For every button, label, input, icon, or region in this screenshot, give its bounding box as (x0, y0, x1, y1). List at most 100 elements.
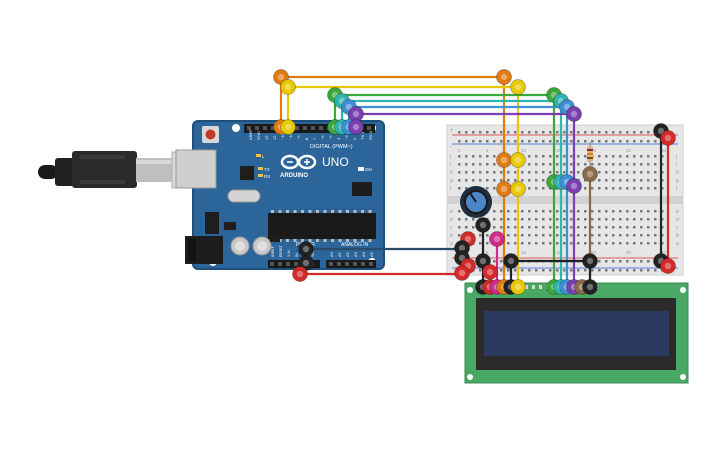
wire-end-yellow[interactable] (510, 279, 526, 295)
rail-minus-label: - (450, 144, 452, 150)
bb-col-number: 25 (626, 148, 632, 153)
wire-end-red[interactable] (292, 266, 308, 282)
bb-row-letter: b (676, 233, 679, 239)
wire-yellow-1 (286, 85, 520, 160)
power-pin-label: RESET (279, 244, 283, 257)
digital-pin-label: 8 (304, 137, 309, 140)
wire-end-red[interactable] (660, 130, 676, 146)
bb-row-letter: c (450, 225, 453, 231)
tx-label: TX (264, 167, 270, 172)
digital-pin-label: ~10 (288, 132, 293, 140)
bb-col-number: 25 (626, 250, 632, 255)
digital-pin-label: 13 (264, 135, 269, 140)
digital-label: DIGITAL (PWM~) (310, 144, 353, 150)
usb-jack (175, 149, 217, 189)
l-label: L (262, 154, 265, 159)
digital-pin-label: ~9 (296, 135, 301, 140)
bb-row-letter: d (676, 217, 679, 223)
bb-row-letter: d (450, 217, 453, 223)
board-brand: ARDUINO (280, 173, 308, 179)
digital-pin-label: 7 (312, 137, 317, 140)
wire-end-black[interactable] (582, 279, 598, 295)
wire-blue-1 (347, 105, 569, 182)
wire-endpoints (273, 69, 676, 295)
analog-pin-label: A2 (345, 251, 350, 257)
wire-end-yellow[interactable] (510, 181, 526, 197)
digital-pin-label: GND (256, 131, 261, 140)
bb-col-number: 30 (661, 250, 667, 255)
digital-pin-label: 4 (336, 137, 341, 140)
bb-col-number: 10 (521, 250, 527, 255)
digital-pin-label: RX 0 (368, 130, 373, 140)
bb-col-number: 1 (458, 148, 461, 153)
wire-end-yellow[interactable] (280, 119, 296, 135)
analog-pin-label: A0 (329, 251, 334, 257)
digital-pin-label: ~6 (320, 135, 325, 140)
analog-pin-label: A3 (353, 251, 358, 257)
bb-row-letter: g (450, 178, 453, 184)
arduino-logo (280, 154, 317, 170)
atmega-chip (268, 213, 376, 239)
bb-col-number: 15 (556, 148, 562, 153)
bb-row-letter: i (450, 162, 451, 168)
analog-label: ANALOG IN (341, 242, 369, 248)
bb-row-letter: a (450, 241, 453, 247)
bb-row-letter: f (450, 186, 452, 192)
bb-row-letter: a (676, 241, 679, 247)
digital-pin-label: TX 1 (360, 131, 365, 140)
power-pin-label: VIN (311, 251, 315, 257)
wire-end-purple[interactable] (566, 106, 582, 122)
wire-end-red[interactable] (660, 258, 676, 274)
wire-green-1 (333, 93, 556, 182)
bb-col-number: 20 (591, 148, 597, 153)
wire-end-purple[interactable] (566, 178, 582, 194)
wire-end-pink[interactable] (489, 231, 505, 247)
wire-end-black[interactable] (582, 253, 598, 269)
bb-row-letter: j (449, 154, 451, 160)
bb-row-letter: b (450, 233, 453, 239)
wire-end-yellow[interactable] (280, 79, 296, 95)
bb-col-number: 20 (591, 250, 597, 255)
wire-end-red[interactable] (454, 265, 470, 281)
bb-col-number: 30 (661, 148, 667, 153)
digital-pin-label: 2 (352, 137, 357, 140)
wire-end-purple[interactable] (348, 119, 364, 135)
bb-row-letter: h (676, 170, 679, 176)
bb-row-letter: g (676, 178, 679, 184)
bb-col-number: 5 (486, 250, 489, 255)
wire-end-brown[interactable] (582, 166, 598, 182)
digital-pin-label: ~5 (328, 135, 333, 140)
digital-pin-label: ~3 (344, 135, 349, 140)
analog-pin-label: A4 (361, 251, 366, 257)
wire-end-yellow[interactable] (510, 79, 526, 95)
rail-plus-label: + (450, 128, 454, 134)
bb-col-number: 15 (556, 250, 562, 255)
on-label: ON (365, 167, 372, 172)
wire-end-black[interactable] (475, 217, 491, 233)
power-pin-label: IOREF (271, 245, 275, 257)
digital-pin-label: ~11 (280, 133, 285, 140)
power-pin-label: 3.3V (287, 249, 291, 257)
arduino-uno-board: UNO ARDUINO DIGITAL (PWM~) ANALOG IN POW… (175, 120, 385, 270)
digital-header (244, 124, 375, 133)
wire-end-orange[interactable] (496, 69, 512, 85)
bb-row-letter: c (676, 225, 679, 231)
analog-pin-label: A1 (337, 251, 342, 257)
bb-col-number: 10 (521, 148, 527, 153)
wire-end-black[interactable] (475, 253, 491, 269)
wire-end-black[interactable] (503, 253, 519, 269)
board-model: UNO (322, 155, 349, 169)
lcd-16x2 (464, 282, 689, 384)
bb-row-letter: e (676, 209, 679, 215)
digital-pin-label: 12 (272, 135, 277, 140)
analog-pin-label: A5 (369, 251, 374, 257)
potentiometer-icon[interactable] (460, 186, 492, 218)
bb-row-letter: f (676, 186, 678, 192)
bb-col-number: 5 (486, 148, 489, 153)
rx-label: RX (264, 174, 270, 179)
bb-row-letter: h (450, 170, 453, 176)
power-pin-label: 5V (295, 252, 299, 257)
bb-row-letter: j (675, 154, 677, 160)
wire-end-yellow[interactable] (510, 152, 526, 168)
